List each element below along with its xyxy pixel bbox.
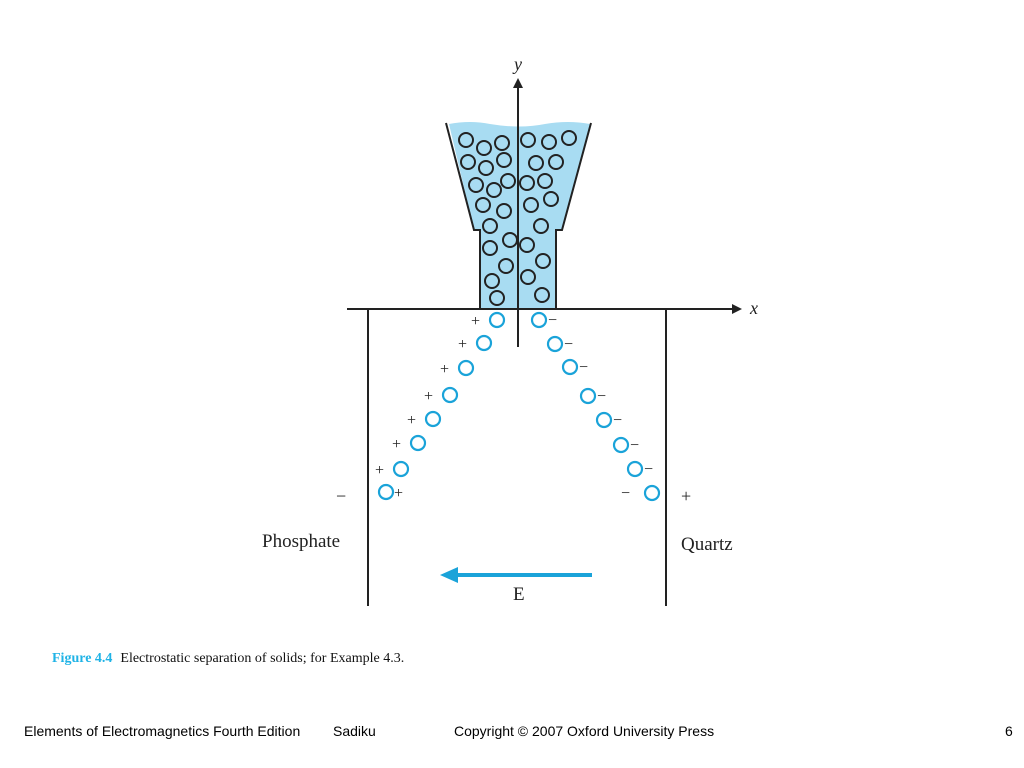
negative-particle: [579, 387, 597, 405]
right-plate-label: Quartz: [681, 534, 733, 555]
positive-charge-sign: +: [471, 313, 480, 330]
hopper-particle: [535, 253, 551, 269]
hopper-particle: [489, 290, 505, 306]
negative-particle: [530, 311, 548, 329]
hopper-particle: [486, 182, 502, 198]
hopper-particle: [500, 173, 516, 189]
field-arrow-head: [440, 567, 458, 583]
negative-charge-sign: −: [564, 336, 573, 353]
footer-author: Sadiku: [333, 723, 376, 739]
negative-charge-sign: −: [613, 412, 622, 429]
figure-label: Figure 4.4: [52, 651, 113, 666]
positive-particle: [424, 410, 442, 428]
hopper-particles: [458, 130, 577, 306]
positive-charge-sign: +: [440, 361, 449, 378]
negative-particle: [546, 335, 564, 353]
hopper-particle: [460, 154, 476, 170]
positive-particle: [409, 434, 427, 452]
hopper-wall-right: [555, 122, 592, 308]
positive-charge-sign: +: [458, 336, 467, 353]
x-axis-label: x: [749, 298, 758, 318]
negative-charge-sign: −: [579, 359, 588, 376]
positive-charge-sign: +: [375, 462, 384, 479]
hopper-particle: [476, 140, 492, 156]
hopper-particle: [520, 132, 536, 148]
separation-diagram: y x − + Phosphate Quartz ++++++++ −−−−−−…: [262, 54, 758, 606]
negative-charge-sign: −: [548, 312, 557, 329]
hopper-particle: [496, 203, 512, 219]
hopper-particle: [523, 197, 539, 213]
hopper-particle: [528, 155, 544, 171]
positive-particle: [377, 483, 395, 501]
hopper-particle: [519, 237, 535, 253]
negative-charge-sign: −: [630, 437, 639, 454]
hopper-particle: [458, 132, 474, 148]
y-axis-label: y: [512, 54, 522, 74]
negative-particle: [626, 460, 644, 478]
hopper-particle: [561, 130, 577, 146]
footer-copyright: Copyright © 2007 Oxford University Press: [454, 723, 715, 739]
left-plate-label: Phosphate: [262, 531, 340, 552]
hopper-particle: [496, 152, 512, 168]
hopper-particle: [478, 160, 494, 176]
footer-book-title: Elements of Electromagnetics Fourth Edit…: [24, 723, 301, 739]
hopper-particle: [519, 175, 535, 191]
hopper-wall-left: [445, 122, 481, 308]
hopper-particle: [482, 240, 498, 256]
hopper-particle: [482, 218, 498, 234]
positive-charge-sign: +: [394, 485, 403, 502]
negative-particle: [643, 484, 661, 502]
hopper-particle: [498, 258, 514, 274]
negative-charge-sign: −: [644, 461, 653, 478]
negative-particle: [595, 411, 613, 429]
negative-particle-stream: −−−−−−−−: [530, 311, 661, 502]
hopper-particle: [484, 273, 500, 289]
hopper-particle: [494, 135, 510, 151]
field-label: E: [513, 584, 525, 605]
hopper-particle: [543, 191, 559, 207]
hopper-particle: [475, 197, 491, 213]
hopper-particle: [534, 287, 550, 303]
right-plate-sign: +: [681, 486, 691, 506]
footer-page-number: 6: [1005, 723, 1013, 739]
hopper-particle: [520, 269, 536, 285]
positive-charge-sign: +: [392, 436, 401, 453]
negative-charge-sign: −: [597, 388, 606, 405]
hopper-particle: [537, 173, 553, 189]
negative-charge-sign: −: [621, 485, 630, 502]
negative-particle: [612, 436, 630, 454]
left-plate-sign: −: [336, 486, 346, 506]
positive-particle-stream: ++++++++: [375, 311, 506, 502]
positive-charge-sign: +: [424, 388, 433, 405]
hopper-particle: [541, 134, 557, 150]
figure-caption-text: Electrostatic separation of solids; for …: [120, 651, 405, 666]
negative-particle: [561, 358, 579, 376]
positive-particle: [475, 334, 493, 352]
hopper-particle: [468, 177, 484, 193]
positive-particle: [392, 460, 410, 478]
positive-particle: [457, 359, 475, 377]
hopper-particle: [533, 218, 549, 234]
positive-charge-sign: +: [407, 412, 416, 429]
positive-particle: [441, 386, 459, 404]
positive-particle: [488, 311, 506, 329]
figure-caption: Figure 4.4 Electrostatic separation of so…: [52, 651, 404, 667]
hopper-particle: [548, 154, 564, 170]
